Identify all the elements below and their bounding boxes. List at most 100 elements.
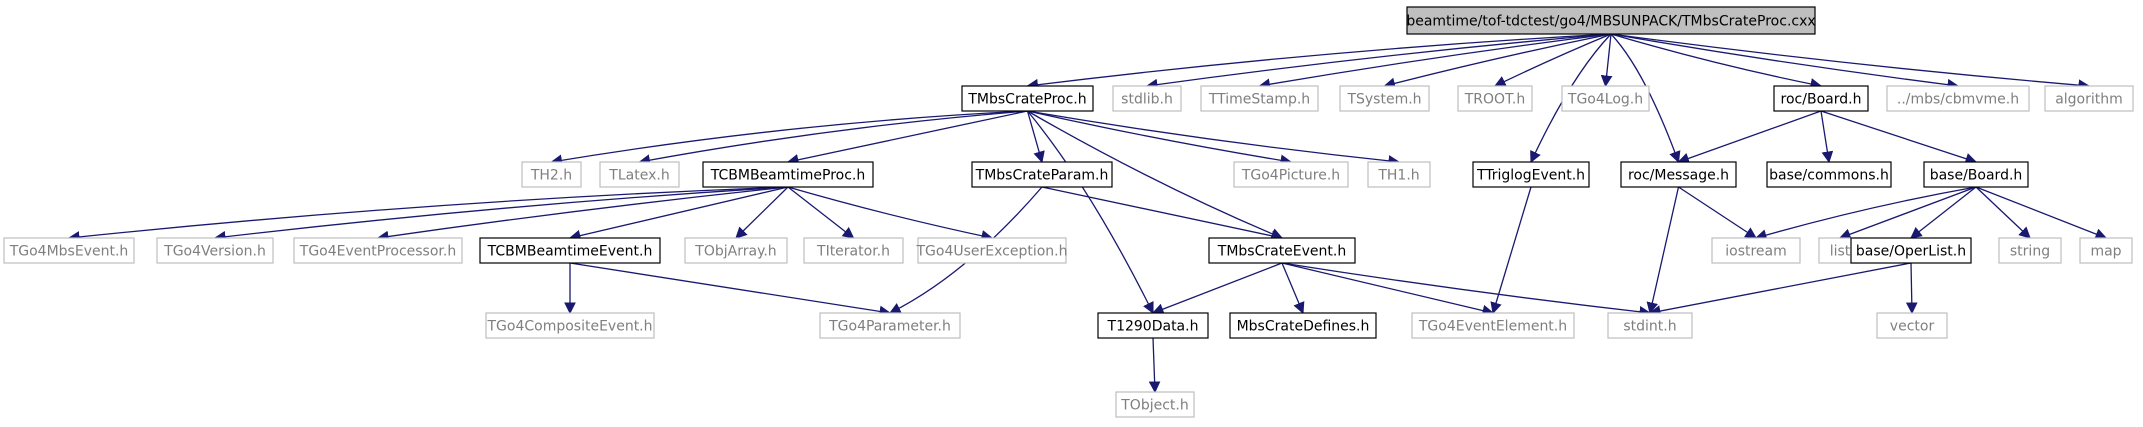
node-mbsevent-label: TGo4MbsEvent.h: [9, 244, 129, 260]
node-triglog-box: [1472, 161, 1590, 188]
node-algorithm-label: algorithm: [2055, 92, 2123, 108]
node-tcbm_proc[interactable]: TCBMBeamtimeProc.h: [702, 161, 874, 188]
node-map-label: map: [2090, 244, 2121, 260]
edge-tcbm_proc-to-userexc: [787, 186, 994, 242]
node-tgo4log-label: TGo4Log.h: [1567, 92, 1643, 108]
node-defines[interactable]: MbsCrateDefines.h: [1229, 312, 1377, 339]
node-root-box: [1406, 6, 1816, 35]
node-version: TGo4Version.h: [156, 237, 274, 264]
node-string: string: [1998, 237, 2062, 264]
edges: [67, 33, 2108, 394]
node-operlist[interactable]: base/OperList.h: [1850, 237, 1972, 264]
edge-root-to-roc_board: [1610, 33, 1823, 90]
node-triglog[interactable]: TTriglogEvent.h: [1472, 161, 1590, 188]
node-tgo4log-box: [1561, 85, 1650, 112]
edge-root-to-stdlib: [1145, 33, 1612, 91]
edge-root-to-cbmvme: [1610, 33, 1960, 91]
edge-root-to-ttimestamp: [1258, 33, 1612, 90]
node-stdint-label: stdint.h: [1623, 319, 1676, 335]
node-operlist-box: [1850, 237, 1972, 264]
node-stdlib-label: stdlib.h: [1121, 92, 1173, 108]
edge-proc_h-to-crate_event: [1027, 110, 1284, 240]
node-tobject: TObject.h: [1115, 391, 1195, 418]
node-th2-box: [521, 161, 582, 188]
node-base_commons-label: base/commons.h: [1769, 168, 1889, 184]
edge-base_board-to-list: [1838, 186, 1977, 240]
node-operlist-label: base/OperList.h: [1856, 244, 1966, 260]
edge-root-to-algorithm: [1610, 33, 2091, 91]
node-roc_message[interactable]: roc/Message.h: [1620, 161, 1737, 188]
node-algorithm: algorithm: [2044, 85, 2134, 112]
node-th2-label: TH2.h: [530, 168, 572, 184]
node-eventproc-box: [293, 237, 463, 264]
node-roc_message-box: [1620, 161, 1737, 188]
node-parameter: TGo4Parameter.h: [819, 312, 961, 339]
node-roc_board[interactable]: roc/Board.h: [1773, 85, 1869, 112]
edge-root-to-roc_message: [1610, 33, 1681, 164]
node-roc_message-label: roc/Message.h: [1628, 168, 1729, 184]
node-parameter-box: [819, 312, 961, 339]
node-proc_h-label: TMbsCrateProc.h: [967, 92, 1086, 108]
edge-crate_event-to-evelement: [1281, 262, 1495, 317]
node-vector-box: [1876, 312, 1948, 339]
node-string-label: string: [2010, 244, 2050, 260]
edge-proc_h-to-t1290: [1026, 110, 1154, 315]
node-param[interactable]: TMbsCrateParam.h: [971, 161, 1113, 188]
edge-tcbm_event-to-parameter: [569, 262, 892, 318]
node-picture-label: TGo4Picture.h: [1241, 168, 1340, 184]
edge-crate_event-to-defines: [1281, 262, 1305, 315]
node-map: map: [2079, 237, 2133, 264]
node-param-box: [971, 161, 1113, 188]
edge-crate_event-to-t1290: [1151, 262, 1283, 315]
edge-t1290-to-tobject: [1148, 337, 1161, 394]
node-base_board[interactable]: base/Board.h: [1923, 161, 2029, 188]
edge-root-to-tgo4log: [1600, 33, 1613, 88]
node-ttimestamp-box: [1200, 85, 1319, 112]
node-mbsevent-box: [3, 237, 135, 264]
node-troot-box: [1457, 85, 1533, 112]
node-tgo4log: TGo4Log.h: [1561, 85, 1650, 112]
node-troot-label: TROOT.h: [1464, 92, 1526, 108]
node-composite-box: [485, 312, 655, 339]
node-cbmvme-label: ../mbs/cbmvme.h: [1897, 92, 2019, 108]
edge-roc_board-to-base_commons: [1820, 110, 1834, 164]
node-root-label: beamtime/tof-tdctest/go4/MBSUNPACK/TMbsC…: [1406, 14, 1815, 30]
node-base_commons[interactable]: base/commons.h: [1766, 161, 1892, 188]
node-crate_event-label: TMbsCrateEvent.h: [1217, 244, 1346, 260]
node-tobject-label: TObject.h: [1120, 398, 1188, 414]
node-base_board-label: base/Board.h: [1930, 168, 2023, 184]
node-tcbm_proc-label: TCBMBeamtimeProc.h: [710, 168, 866, 184]
node-tsystem-label: TSystem.h: [1346, 92, 1421, 108]
node-tlatex-box: [599, 161, 680, 188]
node-roc_board-box: [1773, 85, 1869, 112]
node-tobjarray-label: TObjArray.h: [694, 244, 776, 260]
node-t1290[interactable]: T1290Data.h: [1097, 312, 1209, 339]
edge-tcbm_proc-to-titerator: [787, 186, 855, 239]
node-tobject-box: [1115, 391, 1195, 418]
node-t1290-box: [1097, 312, 1209, 339]
node-param-label: TMbsCrateParam.h: [975, 168, 1109, 184]
node-crate_event[interactable]: TMbsCrateEvent.h: [1208, 237, 1356, 264]
node-stdlib: stdlib.h: [1112, 85, 1182, 112]
node-root[interactable]: beamtime/tof-tdctest/go4/MBSUNPACK/TMbsC…: [1406, 6, 1816, 35]
edge-param-to-crate_event: [1041, 186, 1284, 242]
node-evelement-label: TGo4EventElement.h: [1418, 319, 1567, 335]
edge-tcbm_proc-to-eventproc: [376, 186, 789, 243]
node-vector-label: vector: [1890, 319, 1935, 335]
node-evelement-box: [1411, 312, 1575, 339]
node-vector: vector: [1876, 312, 1948, 339]
node-tlatex-label: TLatex.h: [608, 168, 669, 184]
node-tsystem-box: [1339, 85, 1430, 112]
node-base_board-box: [1923, 161, 2029, 188]
node-tcbm_event[interactable]: TCBMBeamtimeEvent.h: [479, 237, 661, 264]
node-map-box: [2079, 237, 2133, 264]
node-proc_h[interactable]: TMbsCrateProc.h: [961, 85, 1094, 112]
node-triglog-label: TTriglogEvent.h: [1476, 168, 1585, 184]
node-defines-box: [1229, 312, 1377, 339]
node-userexc-label: TGo4UserException.h: [915, 244, 1067, 260]
edge-crate_event-to-stdint: [1281, 262, 1652, 318]
edge-tcbm_proc-to-version: [213, 186, 789, 243]
node-roc_board-label: roc/Board.h: [1781, 92, 1862, 108]
edge-operlist-to-stdint: [1648, 262, 1912, 317]
edge-proc_h-to-tlatex: [638, 110, 1028, 166]
